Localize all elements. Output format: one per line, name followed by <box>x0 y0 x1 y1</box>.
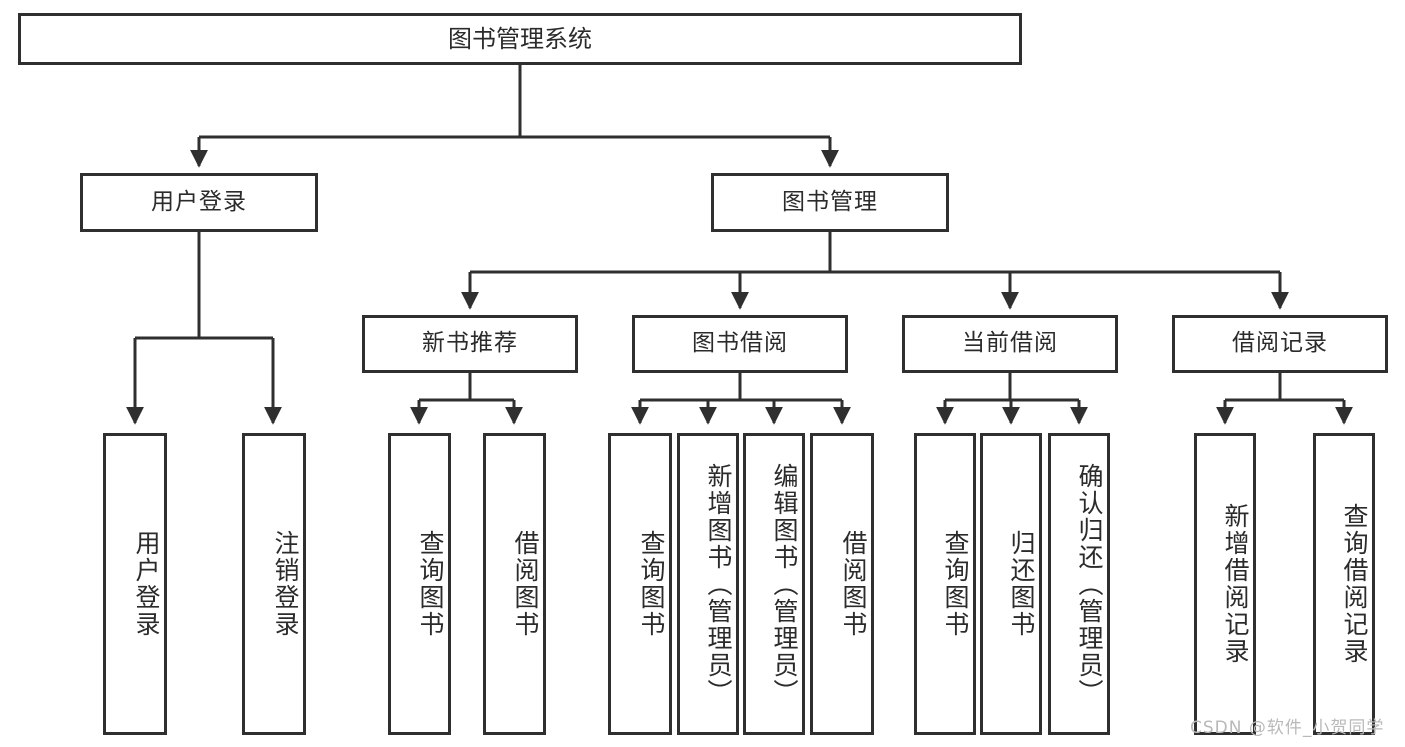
node-new-book-recommend[interactable]: 新书推荐 <box>362 315 578 373</box>
csdn-watermark: CSDN @软件_小贺同学 <box>1190 718 1385 738</box>
leaf-record-add-borrow-record[interactable]: 新增借阅记录 <box>1194 433 1256 735</box>
node-root[interactable]: 图书管理系统 <box>18 13 1022 65</box>
leaf-borrow-add-book-admin[interactable]: 新增图书（管理员） <box>677 433 739 735</box>
leaf-record-query-borrow-record[interactable]: 查询借阅记录 <box>1313 433 1375 735</box>
node-borrow-record[interactable]: 借阅记录 <box>1172 315 1388 373</box>
leaf-borrow-borrow-book[interactable]: 借阅图书 <box>810 433 874 735</box>
leaf-current-confirm-return-admin[interactable]: 确认归还（管理员） <box>1048 433 1110 735</box>
node-user-login[interactable]: 用户登录 <box>80 173 318 232</box>
node-book-borrow[interactable]: 图书借阅 <box>632 315 848 373</box>
leaf-borrow-query-book[interactable]: 查询图书 <box>608 433 672 735</box>
leaf-newbook-borrow-book[interactable]: 借阅图书 <box>483 433 546 735</box>
node-book-management[interactable]: 图书管理 <box>711 173 949 232</box>
node-current-borrow[interactable]: 当前借阅 <box>902 315 1118 373</box>
leaf-user-login[interactable]: 用户登录 <box>103 433 167 735</box>
leaf-current-query-book[interactable]: 查询图书 <box>914 433 976 735</box>
leaf-newbook-query-book[interactable]: 查询图书 <box>388 433 451 735</box>
leaf-user-logout[interactable]: 注销登录 <box>242 433 306 735</box>
leaf-borrow-edit-book-admin[interactable]: 编辑图书（管理员） <box>743 433 805 735</box>
leaf-current-return-book[interactable]: 归还图书 <box>980 433 1042 735</box>
